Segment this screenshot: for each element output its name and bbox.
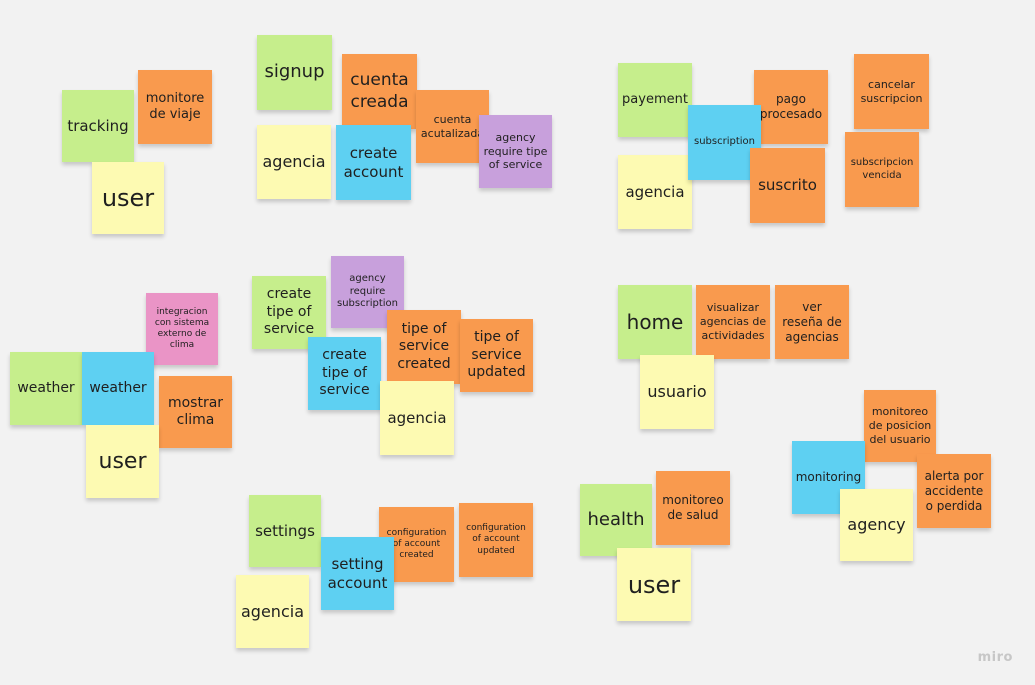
note-ver-resena[interactable]: ver reseña de agencias	[775, 285, 849, 359]
note-create-tipe-of-service-green[interactable]: create tipe of service	[252, 276, 326, 349]
note-weather-green[interactable]: weather	[10, 352, 82, 425]
miro-logo: miro	[977, 650, 1013, 665]
note-monitoreo-de-salud[interactable]: monitoreo de salud	[656, 471, 730, 545]
note-usuario[interactable]: usuario	[640, 355, 714, 429]
note-agencia-4[interactable]: agencia	[236, 575, 309, 648]
note-user-2[interactable]: user	[86, 425, 159, 498]
note-configuration-updated[interactable]: configuration of account updated	[459, 503, 533, 577]
note-payement[interactable]: payement	[618, 63, 692, 137]
note-create-tipe-of-service-blue[interactable]: create tipe of service	[308, 337, 381, 410]
note-monitore-de-viaje[interactable]: monitore de viaje	[138, 70, 212, 144]
note-monitoreo-posicion[interactable]: monitoreo de posicion del usuario	[864, 390, 936, 462]
note-cancelar-suscripcion[interactable]: cancelar suscripcion	[854, 54, 929, 129]
note-agency-require-subscription[interactable]: agency require subscription	[331, 256, 404, 328]
note-visualizar-agencias[interactable]: visualizar agencias de actividades	[696, 285, 770, 359]
note-user-1[interactable]: user	[92, 162, 164, 234]
note-tipe-of-service-created[interactable]: tipe of service created	[387, 310, 461, 384]
note-agency[interactable]: agency	[840, 489, 913, 561]
note-integracion[interactable]: integracion con sistema externo de clima	[146, 293, 218, 365]
note-suscrito[interactable]: suscrito	[750, 148, 825, 223]
note-agency-require-tipe-of-service[interactable]: agency require tipe of service	[479, 115, 552, 188]
note-subscripcion-vencida[interactable]: subscripcion vencida	[845, 132, 919, 207]
note-setting-account[interactable]: setting account	[321, 537, 394, 610]
note-cuenta-acutalizada[interactable]: cuenta acutalizada	[416, 90, 489, 163]
note-create-account[interactable]: create account	[336, 125, 411, 200]
note-weather-blue[interactable]: weather	[82, 352, 154, 425]
note-tracking[interactable]: tracking	[62, 90, 134, 162]
note-agencia-1[interactable]: agencia	[257, 125, 331, 199]
note-alerta[interactable]: alerta por accidente o perdida	[917, 454, 991, 528]
note-subscription[interactable]: subscription	[688, 105, 761, 180]
note-settings[interactable]: settings	[249, 495, 321, 567]
note-mostrar-clima[interactable]: mostrar clima	[159, 376, 232, 448]
note-pago-procesado[interactable]: pago procesado	[754, 70, 828, 144]
note-signup[interactable]: signup	[257, 35, 332, 110]
note-tipe-of-service-updated[interactable]: tipe of service updated	[460, 319, 533, 392]
note-agencia-3[interactable]: agencia	[380, 381, 454, 455]
note-agencia-2[interactable]: agencia	[618, 155, 692, 229]
note-cuenta-creada[interactable]: cuenta creada	[342, 54, 417, 129]
note-health[interactable]: health	[580, 484, 652, 556]
note-home[interactable]: home	[618, 285, 692, 359]
note-user-3[interactable]: user	[617, 548, 691, 621]
